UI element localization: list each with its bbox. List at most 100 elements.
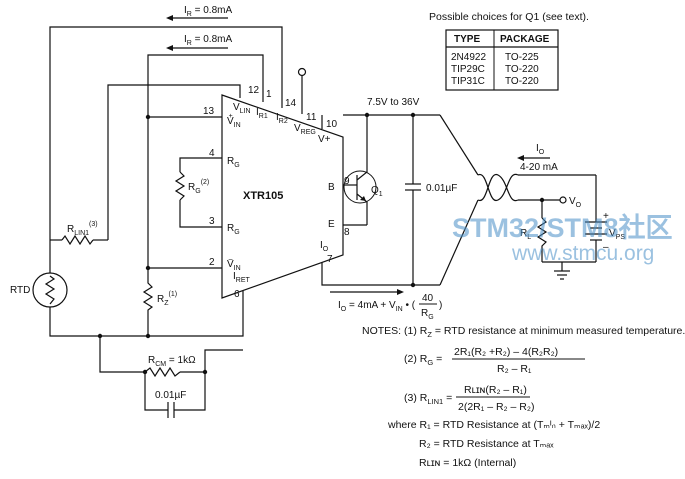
- svg-text:40: 40: [422, 293, 434, 304]
- wire-rg-top: [179, 157, 222, 172]
- svg-text:IR = 0.8mA: IR = 0.8mA: [184, 34, 232, 47]
- q1-circle: [343, 170, 377, 204]
- svg-text:VIN–: VIN–: [227, 256, 241, 272]
- rl-resistor: [536, 217, 548, 262]
- svg-text:VIN+: VIN+: [227, 113, 241, 129]
- q1-collector: [356, 115, 368, 181]
- wire-io: [321, 262, 440, 286]
- wire-ir1: [147, 54, 264, 268]
- svg-text:B: B: [328, 182, 335, 193]
- wire-rtd-bottom: [49, 307, 148, 337]
- svg-text:IR2: IR2: [276, 112, 288, 125]
- table-title: Possible choices for Q1 (see text).: [429, 11, 589, 23]
- svg-text:): ): [439, 300, 442, 311]
- table-header-package: PACKAGE: [500, 34, 550, 45]
- table-header-type: TYPE: [454, 34, 480, 45]
- rl-label: RL: [520, 228, 531, 241]
- supply-label: 7.5V to 36V: [367, 97, 420, 108]
- wire-cap-left: [144, 372, 168, 411]
- notes-block: NOTES: (1) RZ = RTD resistance at minimu…: [362, 325, 685, 469]
- svg-text:Rʟɪɴ(R₂ – R₁): Rʟɪɴ(R₂ – R₁): [464, 384, 527, 396]
- twist-loop-a: [477, 173, 519, 201]
- svg-text:4: 4: [209, 148, 215, 159]
- svg-text:2: 2: [209, 257, 215, 268]
- svg-text:9: 9: [344, 176, 350, 187]
- rlin1-label: RLIN1(3): [67, 221, 98, 237]
- chip-name: XTR105: [243, 190, 283, 202]
- vo-label: VO: [569, 196, 582, 209]
- svg-text:(2) RG =: (2) RG =: [404, 353, 442, 367]
- rg-label: RG(2): [188, 179, 209, 195]
- svg-text:+: +: [603, 211, 609, 222]
- table-cell: 2N4922: [451, 52, 486, 63]
- wire-rg-bot: [179, 200, 222, 228]
- svg-text:2(2R₁ – R₂ – R₂): 2(2R₁ – R₂ – R₂): [458, 401, 534, 413]
- svg-text:12: 12: [248, 85, 260, 96]
- wire-iret: [148, 291, 244, 337]
- svg-text:RG: RG: [227, 223, 240, 236]
- svg-text:VLIN: VLIN: [233, 102, 251, 115]
- ir-top-label-b: IR = 0.8mA: [184, 34, 232, 47]
- io-formula: IO = 4mA + VIN • ( 40 RG ): [338, 293, 442, 321]
- rcm-resistor: [144, 366, 181, 378]
- twist-loop-b: [477, 174, 519, 202]
- ir-top-label-a: IR = 0.8mA: [184, 5, 232, 18]
- svg-text:–: –: [603, 242, 609, 253]
- svg-text:10: 10: [326, 119, 338, 130]
- svg-text:8: 8: [344, 227, 350, 238]
- svg-text:IO = 4mA + VIN • (: IO = 4mA + VIN • (: [338, 300, 416, 313]
- svg-text:(3) RLIN1 =: (3) RLIN1 =: [404, 392, 452, 406]
- rcm-label: RCM = 1kΩ: [148, 355, 196, 368]
- table-cell: TO-220: [505, 76, 539, 87]
- svg-text:R₂ = RTD Resistance at Tₘₐₓ: R₂ = RTD Resistance at Tₘₐₓ: [419, 438, 554, 450]
- watermark-line2: www.stmcu.org: [511, 242, 654, 265]
- io-right-label: IO: [536, 143, 545, 156]
- svg-text:7: 7: [327, 254, 333, 265]
- rtd-sensor: [32, 272, 68, 308]
- q1-label: Q1: [371, 185, 383, 198]
- cap-cm-label: 0.01µF: [155, 390, 186, 401]
- wire-cm-right: [180, 349, 243, 373]
- svg-text:VREG: VREG: [294, 123, 316, 136]
- svg-text:RG: RG: [421, 308, 434, 321]
- svg-text:11: 11: [306, 112, 317, 123]
- q1-emitter: [356, 193, 368, 225]
- rtd-resistor: [44, 275, 56, 305]
- xtr105-chip-body: [221, 94, 344, 299]
- svg-text:R₂ – R₁: R₂ – R₁: [497, 363, 532, 375]
- wire-cm-left: [99, 336, 145, 373]
- rtd-label: RTD: [10, 285, 30, 296]
- svg-text:RG: RG: [227, 156, 240, 169]
- wire-cap-right: [174, 372, 206, 411]
- svg-text:E: E: [328, 219, 335, 230]
- twisted-a1: [439, 114, 479, 176]
- vps-label: VPS: [609, 228, 625, 241]
- svg-text:where R₁ = RTD Resistance at (: where R₁ = RTD Resistance at (Tₘᴵₙ + Tₘₐ…: [387, 419, 600, 431]
- svg-text:3: 3: [209, 216, 215, 227]
- svg-text:13: 13: [203, 106, 215, 117]
- rz-resistor: [142, 268, 154, 336]
- wire-vlin: [107, 84, 241, 240]
- table-cell: TO-225: [505, 52, 539, 63]
- svg-text:14: 14: [285, 98, 297, 109]
- q1-choices-table: Possible choices for Q1 (see text). TYPE…: [429, 11, 589, 91]
- svg-text:IR1: IR1: [256, 107, 268, 120]
- svg-text:1: 1: [266, 89, 272, 100]
- svg-text:NOTES: (1) RZ = RTD resistance: NOTES: (1) RZ = RTD resistance at minimu…: [362, 325, 685, 339]
- svg-text:2R₁(R₂ +R₂) – 4(R₂R₂): 2R₁(R₂ +R₂) – 4(R₂R₂): [454, 346, 558, 358]
- svg-text:IR = 0.8mA: IR = 0.8mA: [184, 5, 232, 18]
- svg-text:Rʟɪɴ = 1kΩ (Internal): Rʟɪɴ = 1kΩ (Internal): [419, 457, 516, 469]
- table-cell: TO-220: [505, 64, 539, 75]
- cap-bypass-label: 0.01µF: [426, 183, 457, 194]
- svg-text:IRET: IRET: [233, 271, 251, 284]
- table-cell: TIP31C: [451, 76, 485, 87]
- watermark-line1: STM32/STM8社区: [452, 212, 673, 243]
- svg-text:IO: IO: [320, 240, 329, 253]
- twisted-b1: [439, 199, 479, 286]
- table-cell: TIP29C: [451, 64, 485, 75]
- svg-text:V+: V+: [318, 134, 331, 145]
- io-range-label: 4-20 mA: [520, 162, 558, 173]
- svg-text:6: 6: [234, 289, 240, 300]
- rlin1-resistor: [61, 234, 94, 246]
